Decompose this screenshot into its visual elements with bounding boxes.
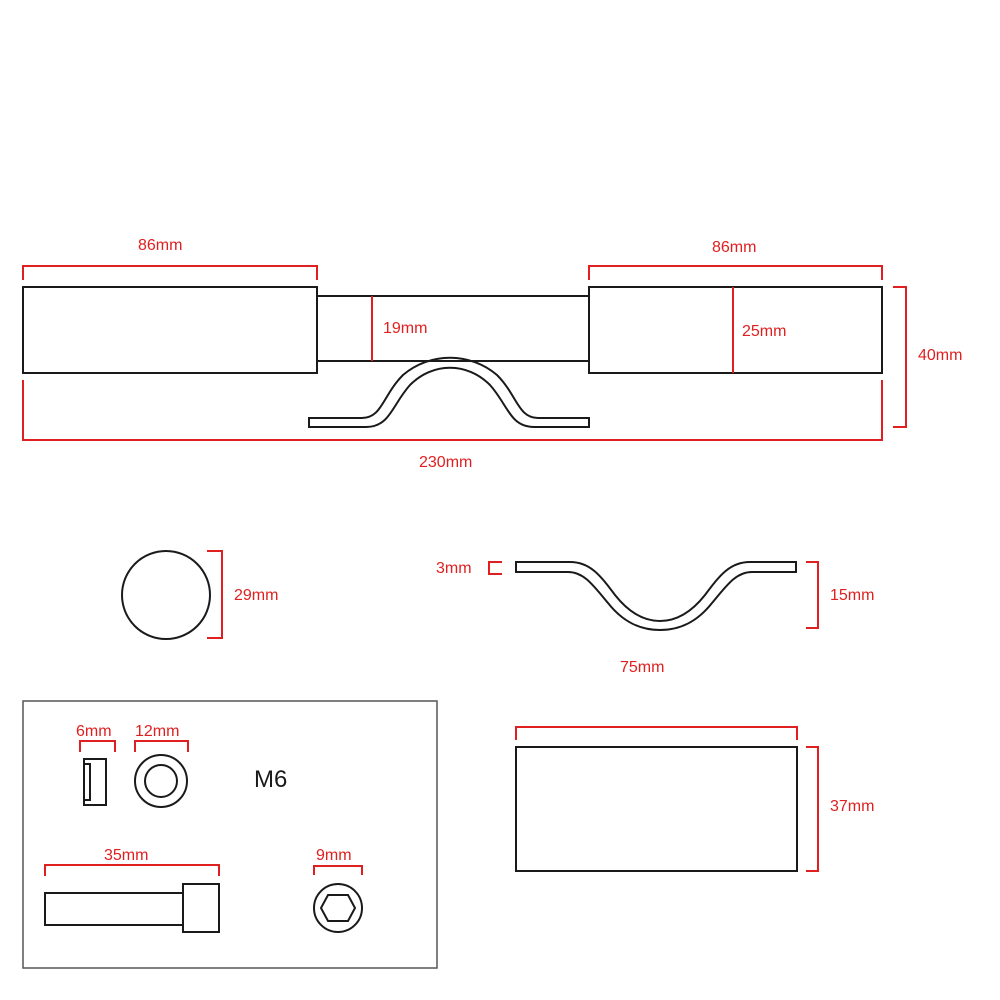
label-overall-length: 230mm — [419, 454, 472, 471]
label-pin-diameter: 19mm — [383, 320, 427, 337]
weld-plate: 37mm — [515, 726, 874, 872]
label-end-cap-diameter: 29mm — [234, 587, 278, 604]
end-cap: 29mm — [121, 550, 278, 640]
dimension-left-barrel-length: 86mm — [22, 237, 318, 280]
weld-plate-outline — [515, 746, 798, 872]
bolt-head-end-view — [313, 883, 363, 933]
label-bolt-head-size: 9mm — [316, 847, 352, 864]
center-pin — [316, 295, 590, 362]
bolt-shank — [44, 892, 184, 926]
label-weld-plate-height: 37mm — [830, 798, 874, 815]
hex-socket-icon — [319, 894, 357, 922]
strap-detail: 3mm 15mm 75mm — [436, 560, 874, 676]
label-left-barrel-length: 86mm — [138, 237, 182, 254]
label-bolt-length: 35mm — [104, 847, 148, 864]
washer-outer — [134, 754, 188, 808]
dimension-right-barrel-length: 86mm — [588, 239, 883, 280]
hinge-strap-side-view — [308, 356, 590, 428]
strap-outline — [515, 561, 797, 632]
washer-inner — [144, 764, 178, 798]
end-cap-outline — [121, 550, 211, 640]
left-barrel — [22, 286, 318, 374]
fixings-panel — [22, 700, 438, 969]
label-overall-height: 40mm — [918, 347, 962, 364]
label-spacer-width: 6mm — [76, 723, 112, 740]
dimension-barrel-diameter: 25mm — [732, 287, 786, 373]
label-strap-length: 75mm — [620, 659, 664, 676]
label-thread-size: M6 — [254, 766, 287, 793]
dimension-overall-length: 230mm — [22, 380, 883, 471]
label-barrel-diameter: 25mm — [742, 323, 786, 340]
label-strap-height: 15mm — [830, 587, 874, 604]
bolt-head — [182, 883, 220, 933]
dimension-overall-height: 40mm — [893, 286, 962, 428]
label-washer-diameter: 12mm — [135, 723, 179, 740]
fixings-kit: 6mm 12mm M6 35mm 9mm — [22, 700, 438, 969]
label-right-barrel-length: 86mm — [712, 239, 756, 256]
label-strap-thickness: 3mm — [436, 560, 472, 577]
hinge-assembly — [22, 286, 883, 428]
dimension-pin-diameter: 19mm — [371, 296, 427, 361]
spacer — [83, 758, 107, 806]
right-barrel — [588, 286, 883, 374]
